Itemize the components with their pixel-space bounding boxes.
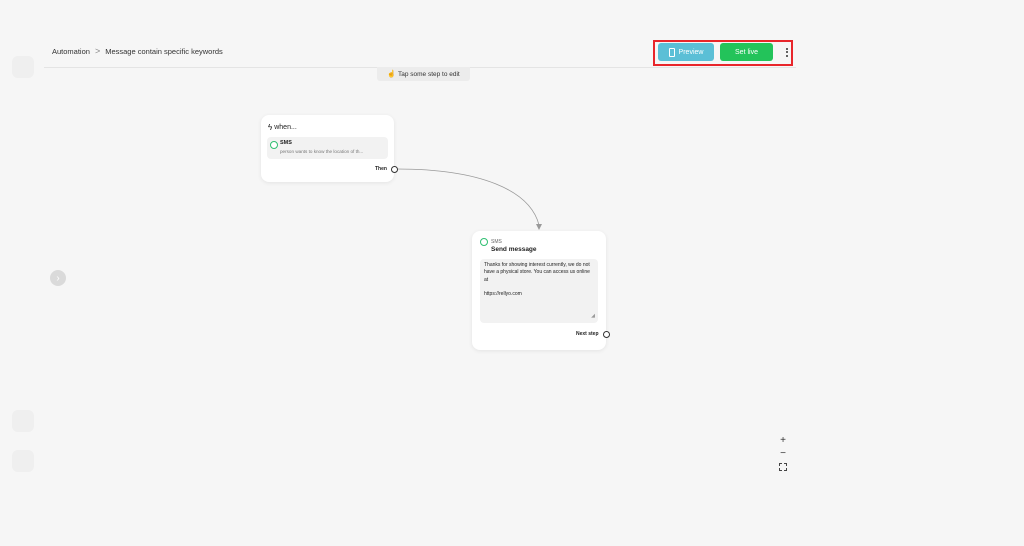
next-step-label: Next step — [576, 331, 599, 337]
action-title: Send message — [491, 246, 537, 253]
edit-hint: ☝ Tap some step to edit — [377, 67, 470, 81]
fit-view-button[interactable] — [777, 460, 789, 473]
chevron-right-icon: > — [94, 46, 101, 56]
highlight-box — [653, 40, 793, 66]
edit-hint-text: Tap some step to edit — [397, 70, 460, 78]
set-live-button[interactable]: Set live — [720, 43, 773, 61]
preview-button[interactable]: Preview — [658, 43, 714, 61]
chevron-right-icon: › — [56, 272, 60, 284]
arrow-head-icon — [536, 224, 542, 230]
zoom-out-button[interactable]: − — [780, 448, 786, 459]
trigger-title-text: when... — [274, 124, 297, 131]
trigger-step-card[interactable]: ϟ when... SMS person wants to know the l… — [261, 115, 398, 182]
lightning-icon: ϟ — [268, 123, 273, 132]
message-link: https://rellyo.com — [484, 290, 522, 297]
message-text: Thanks for showing interest currently, w… — [484, 262, 590, 283]
message-textarea[interactable]: Thanks for showing interest currently, w… — [480, 259, 598, 323]
trigger-description: person wants to know the location of th.… — [280, 149, 364, 154]
fit-view-icon — [779, 462, 787, 471]
sms-icon — [480, 238, 488, 246]
trigger-condition[interactable]: SMS person wants to know the location of… — [267, 137, 388, 159]
sidebar-avatar[interactable] — [12, 450, 34, 472]
set-live-button-label: Set live — [735, 48, 758, 56]
sidebar-settings-icon[interactable] — [12, 410, 34, 432]
sidebar-logo-icon — [12, 56, 34, 78]
sms-icon — [270, 141, 278, 149]
send-message-step-card[interactable]: SMS Send message Thanks for showing inte… — [472, 231, 610, 350]
preview-button-label: Preview — [678, 48, 704, 56]
output-port[interactable] — [391, 166, 398, 173]
phone-icon — [668, 47, 675, 57]
hand-pointer-icon: ☝ — [387, 71, 396, 78]
more-options-icon[interactable] — [782, 45, 792, 59]
then-label: Then — [375, 166, 387, 172]
action-channel: SMS — [491, 239, 502, 245]
resize-handle-icon[interactable]: ◢ — [591, 312, 595, 319]
zoom-in-button[interactable]: + — [780, 435, 786, 446]
sidebar-expand-button[interactable]: › — [50, 270, 66, 286]
breadcrumb: Automation > Message contain specific ke… — [52, 46, 223, 57]
breadcrumb-root-link[interactable]: Automation — [52, 47, 90, 56]
trigger-title: ϟ when... — [268, 123, 297, 132]
output-port[interactable] — [603, 331, 610, 338]
trigger-channel: SMS — [280, 140, 292, 146]
zoom-controls: + − — [777, 434, 789, 473]
breadcrumb-current: Message contain specific keywords — [105, 47, 223, 56]
sidebar — [0, 0, 44, 546]
